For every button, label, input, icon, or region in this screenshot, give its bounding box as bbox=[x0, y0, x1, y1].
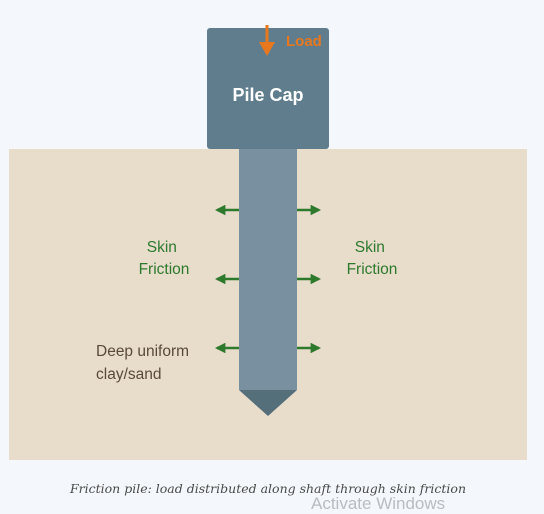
figure-caption: Friction pile: load distributed along sh… bbox=[69, 481, 466, 496]
pile-cap-label: Pile Cap bbox=[232, 85, 303, 105]
pile-cap bbox=[207, 28, 329, 149]
pile-tip bbox=[239, 390, 297, 416]
load-arrow bbox=[259, 25, 275, 56]
skin-friction-right-label: Skin Friction bbox=[347, 239, 398, 278]
activate-windows-watermark: Activate Windows bbox=[311, 494, 446, 513]
soil-label: Deep uniform clay/sand bbox=[96, 343, 193, 383]
skin-friction-left-label: Skin Friction bbox=[139, 239, 190, 278]
friction-pile-diagram: Pile Cap Load Skin Friction Skin Frictio… bbox=[9, 25, 527, 460]
pile-shaft bbox=[239, 149, 297, 390]
load-label: Load bbox=[286, 33, 322, 50]
